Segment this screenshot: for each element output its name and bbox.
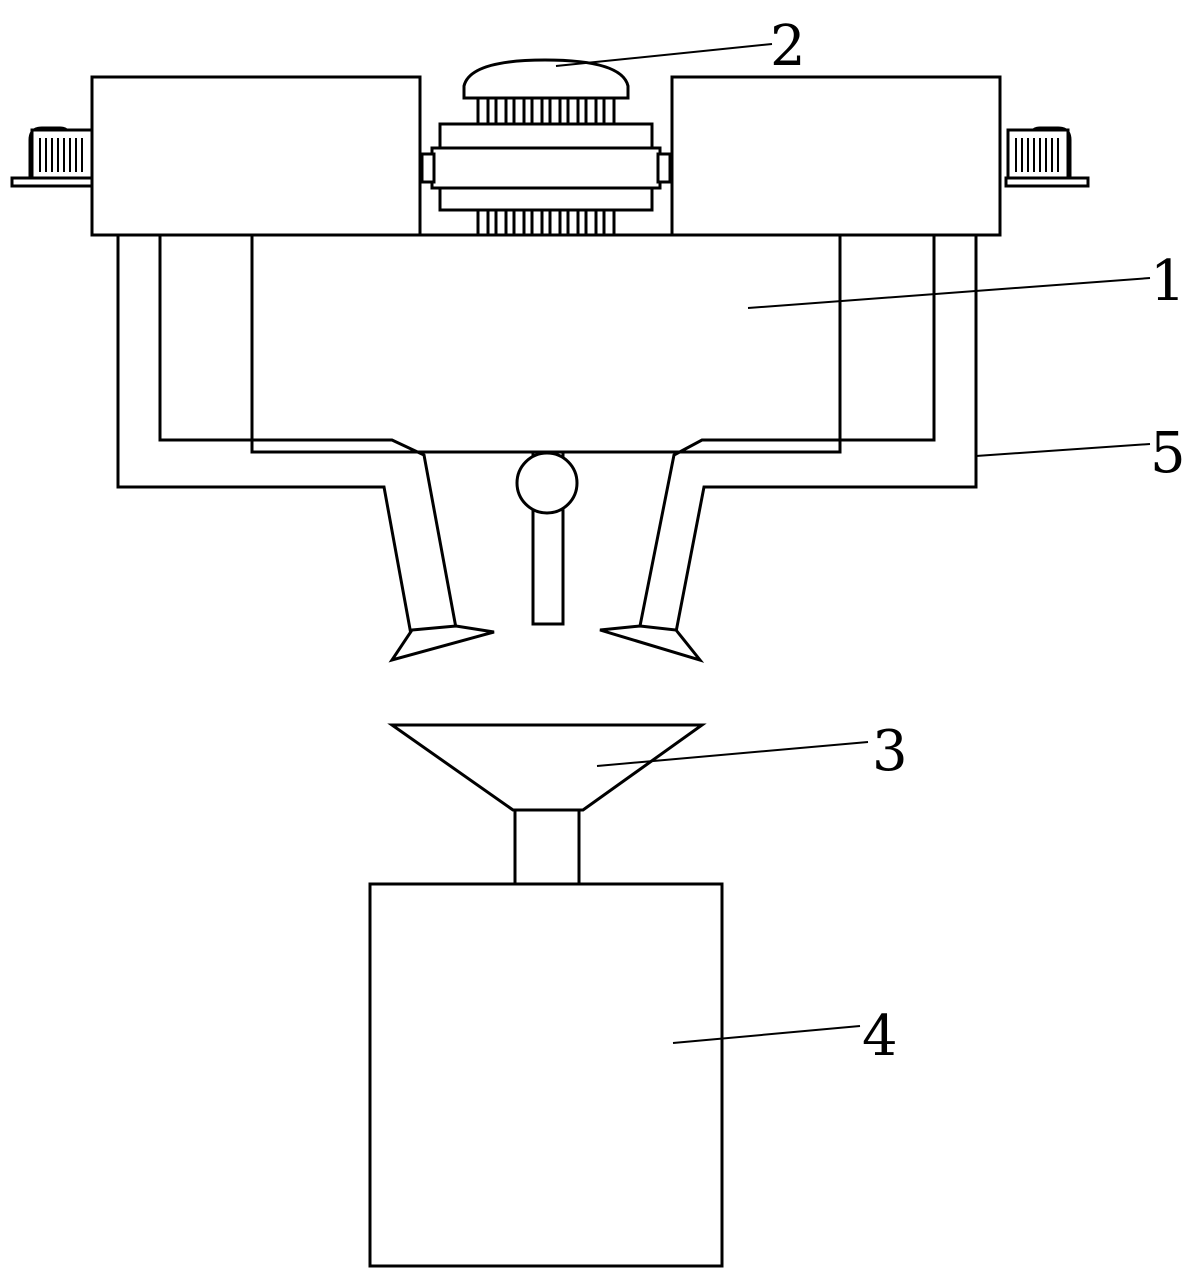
- label-container: 4: [862, 1004, 898, 1069]
- label-housing: 1: [1150, 249, 1186, 314]
- pipe-assembly: [116, 235, 978, 641]
- housing-tank: [250, 235, 842, 454]
- top-boxes: [90, 75, 1002, 237]
- right-nozzle: [599, 624, 705, 663]
- right-side-motor: [1004, 126, 1090, 188]
- left-side-motor: [10, 126, 96, 188]
- central-outlet-valve: [515, 450, 579, 626]
- left-nozzle: [388, 624, 495, 663]
- motor-upper-fins: [476, 96, 616, 126]
- label-pipe: 5: [1150, 421, 1186, 486]
- motor-lower-fins: [476, 208, 616, 237]
- spray-nozzles: [388, 624, 705, 663]
- leader-lines: [555, 43, 1151, 1044]
- label-motor: 2: [770, 14, 806, 79]
- collection-container: [368, 882, 724, 1268]
- central-motor: [420, 58, 672, 237]
- funnel: [387, 723, 707, 886]
- label-funnel: 3: [872, 719, 908, 784]
